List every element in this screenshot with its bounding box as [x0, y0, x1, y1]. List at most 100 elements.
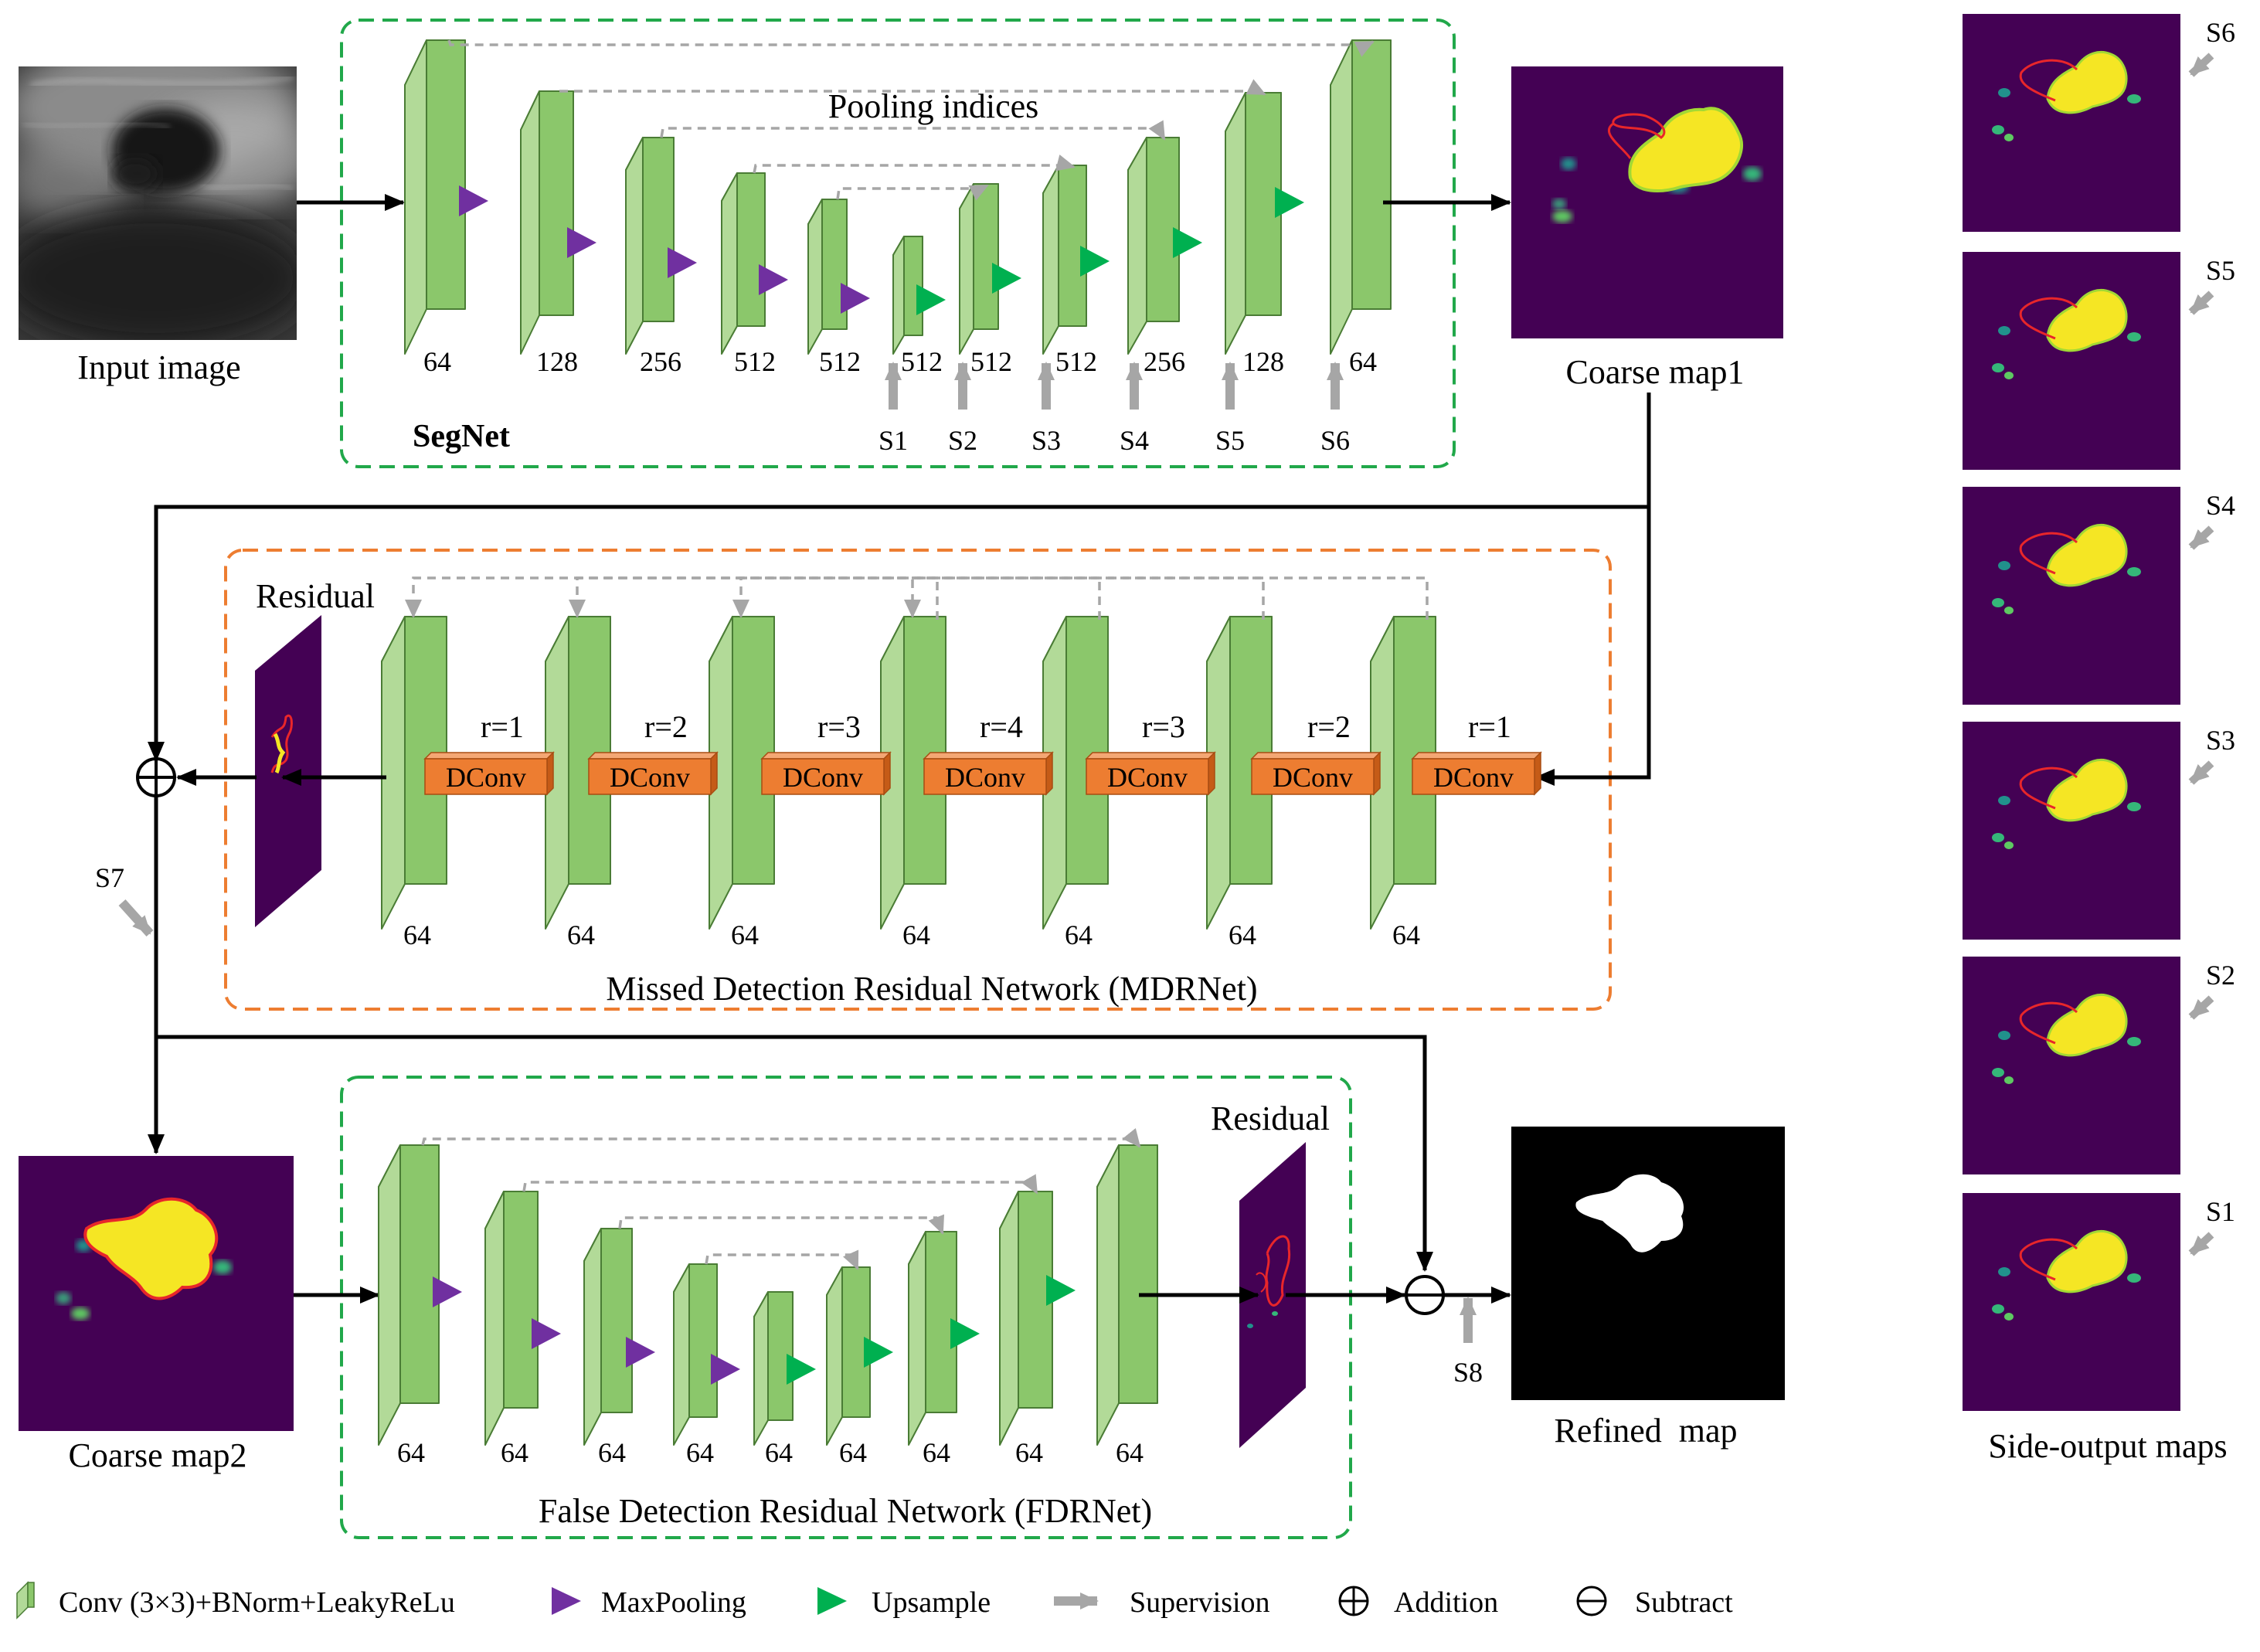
fdrnet-conv-block — [908, 1231, 957, 1446]
upsample-icon — [1080, 246, 1110, 277]
mdrnet-residual-label: Residual — [256, 577, 375, 615]
fdrnet-channel-label: 64 — [397, 1437, 425, 1468]
segnet-channel-label: 512 — [901, 346, 943, 377]
pooling-index-connection — [753, 154, 1076, 174]
fdrnet-channel-label: 64 — [1116, 1437, 1144, 1468]
fdrnet-residual-map — [1239, 1142, 1306, 1448]
upsample-icon — [1046, 1275, 1076, 1306]
side-output-arrow — [2188, 995, 2214, 1020]
fdrnet-residual-label: Residual — [1211, 1100, 1330, 1137]
addition-node — [136, 757, 176, 797]
side-output-arrow — [2188, 1232, 2214, 1256]
fdrnet-conv-block — [753, 1291, 794, 1446]
segnet-channel-label: 512 — [1055, 346, 1097, 377]
mdrnet-conv-block — [1206, 616, 1273, 930]
mdrnet-skip-connection — [732, 576, 1265, 620]
fdrnet-conv-block — [378, 1144, 440, 1446]
fdrnet-channel-label: 64 — [686, 1437, 714, 1468]
supervision-label: S2 — [948, 425, 977, 456]
upsample-icon — [950, 1318, 980, 1349]
supervision-label: S3 — [1031, 425, 1061, 456]
dconv-block: DConv — [760, 751, 892, 796]
arrow-coarse1-to-addition — [148, 505, 1649, 762]
segnet-conv-block-enc5 — [807, 199, 848, 355]
fdrnet-conv-block — [1096, 1144, 1158, 1446]
coarse-map1-image — [1511, 66, 1783, 338]
legend-conv-icon — [16, 1581, 35, 1620]
maxpool-icon — [532, 1318, 561, 1349]
mdrnet-channel-label: 64 — [567, 919, 595, 950]
legend-subtract-icon — [1576, 1586, 1607, 1616]
dconv-label: DConv — [610, 762, 690, 793]
segnet-conv-block-enc6 — [892, 236, 923, 355]
side-output-map-s5 — [1963, 252, 2180, 470]
segnet-channel-label: 256 — [1144, 346, 1185, 377]
segnet-channel-label: 512 — [819, 346, 861, 377]
side-output-label: S1 — [2206, 1196, 2235, 1227]
mdrnet-title: Missed Detection Residual Network (MDRNe… — [606, 970, 1257, 1008]
dconv-block: DConv — [923, 751, 1054, 796]
dilation-rate-label: r=3 — [817, 709, 861, 744]
segnet-conv-block-dec5 — [1330, 39, 1392, 355]
maxpool-icon — [567, 227, 596, 258]
mdrnet-channel-label: 64 — [731, 919, 759, 950]
dconv-label: DConv — [446, 762, 526, 793]
side-output-arrow — [2188, 291, 2214, 315]
side-output-map-s3 — [1963, 722, 2180, 940]
fdrnet-skip-connection — [421, 1127, 1141, 1148]
segnet-channel-label: 128 — [536, 346, 578, 377]
side-output-label: S2 — [2206, 960, 2235, 991]
dconv-label: DConv — [1107, 762, 1188, 793]
arrow-bypass-to-subtract — [156, 1035, 1433, 1272]
maxpool-icon — [841, 283, 870, 314]
dconv-label: DConv — [1433, 762, 1514, 793]
segnet-title: SegNet — [413, 419, 510, 454]
dconv-label: DConv — [1273, 762, 1353, 793]
side-output-arrow — [2188, 525, 2214, 550]
supervision-label: S6 — [1320, 425, 1350, 456]
s7-supervision-arrow — [118, 899, 154, 937]
s7-label: S7 — [95, 862, 124, 893]
legend-subtract-label: Subtract — [1635, 1586, 1733, 1619]
segnet-channel-label: 256 — [640, 346, 681, 377]
segnet-box — [340, 19, 1456, 468]
pooling-index-connection — [660, 120, 1166, 141]
dconv-block: DConv — [587, 751, 719, 796]
arrow-coarse1-to-mdrnet — [1534, 393, 1651, 786]
maxpool-icon — [711, 1354, 740, 1385]
segnet-conv-block-dec2 — [1042, 165, 1087, 355]
segnet-channel-label: 512 — [734, 346, 776, 377]
pooling-index-connection — [836, 184, 989, 201]
side-output-label: S3 — [2206, 725, 2235, 756]
coarse-map1-label: Coarse map1 — [1566, 353, 1745, 391]
maxpool-icon — [459, 185, 488, 216]
maxpool-icon — [759, 264, 788, 295]
side-output-arrow — [2188, 760, 2214, 785]
dilation-rate-label: r=2 — [1307, 709, 1351, 744]
segnet-channel-label: 64 — [1349, 346, 1377, 377]
side-output-label: S6 — [2206, 17, 2235, 48]
coarse-map2-image — [19, 1156, 294, 1431]
legend-maxpool-icon — [552, 1587, 581, 1615]
refined-map-label: Refined map — [1554, 1412, 1737, 1450]
side-output-map-s2 — [1963, 957, 2180, 1174]
dilation-rate-label: r=1 — [1468, 709, 1511, 744]
dconv-block: DConv — [1085, 751, 1216, 796]
maxpool-icon — [668, 247, 697, 278]
fdrnet-skip-connection — [618, 1214, 945, 1235]
legend: Conv (3×3)+BNorm+LeakyReLu MaxPooling Up… — [16, 1581, 1733, 1620]
mdrnet-conv-block — [709, 616, 775, 930]
dconv-block: DConv — [1411, 751, 1542, 796]
pooling-index-connection — [559, 79, 1266, 96]
side-output-maps-label: Side-output maps — [1988, 1427, 2227, 1465]
legend-upsample-label: Upsample — [872, 1586, 991, 1619]
dilation-rate-label: r=2 — [644, 709, 688, 744]
mdrnet-skip-connection — [405, 576, 939, 620]
input-image — [19, 66, 297, 340]
mdrnet-box — [224, 549, 1612, 1011]
mdrnet-conv-block — [381, 616, 447, 930]
dilation-rate-label: r=1 — [481, 709, 524, 744]
fdrnet-channel-label: 64 — [923, 1437, 950, 1468]
segnet-conv-block-dec4 — [1225, 92, 1282, 355]
